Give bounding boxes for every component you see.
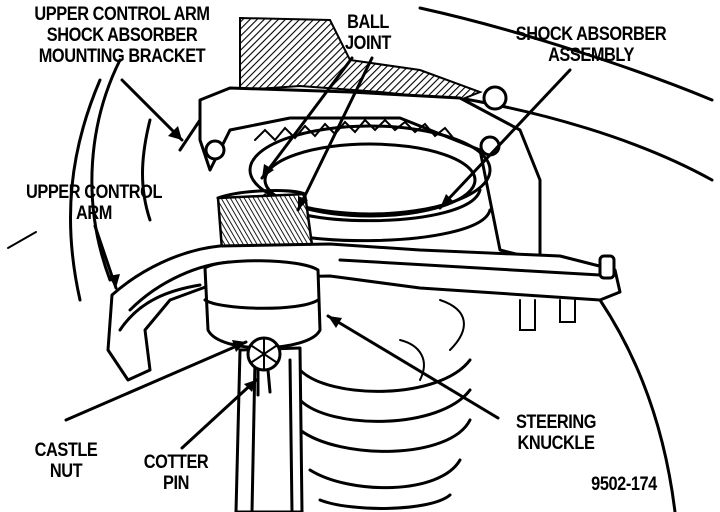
control-arm <box>106 242 622 382</box>
castle-nut <box>246 336 282 397</box>
label-upper-control-arm-bracket: UPPER CONTROL ARM SHOCK ABSORBER MOUNTIN… <box>34 4 210 67</box>
label-steering-knuckle: STEERING KNUCKLE <box>515 412 597 454</box>
label-castle-nut: CASTLE NUT <box>34 440 98 482</box>
leader-lines <box>64 56 572 450</box>
label-ball-joint: BALL JOINT <box>345 12 391 54</box>
body-panel-lines <box>7 6 714 512</box>
label-upper-control-arm: UPPER CONTROL ARM <box>25 182 163 224</box>
spring-seat <box>254 118 456 142</box>
figure-id: 9502-174 <box>591 474 657 495</box>
ball-joint-body <box>216 189 314 252</box>
label-shock-absorber-assembly: SHOCK ABSORBER ASSEMBLY <box>515 24 667 66</box>
mounting-bracket <box>178 85 542 262</box>
label-cotter-pin: COTTER PIN <box>143 452 209 494</box>
steering-knuckle <box>203 259 322 512</box>
